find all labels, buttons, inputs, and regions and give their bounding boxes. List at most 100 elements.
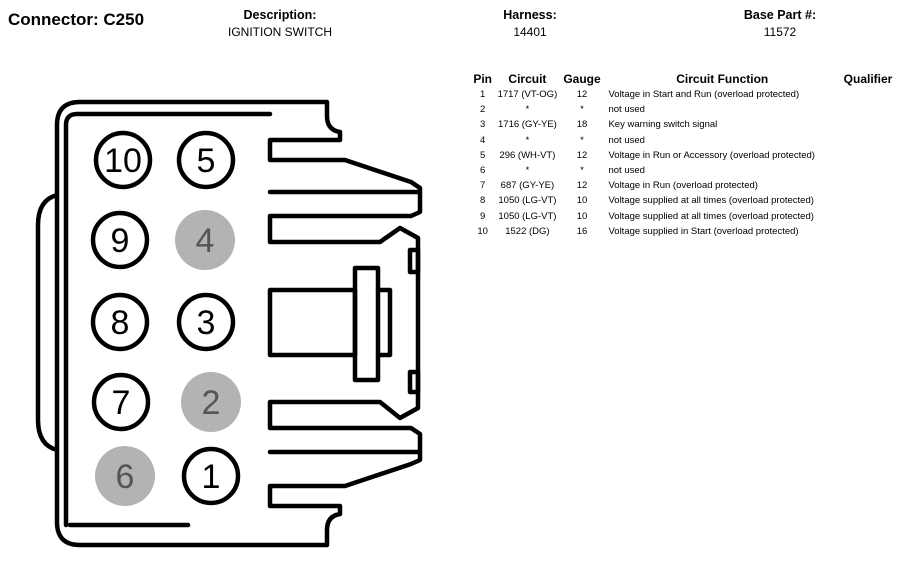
table-row: 6**not used <box>470 163 900 178</box>
circuit-cell: 1522 (DG) <box>505 225 550 237</box>
table-row: 8 1050 (LG-VT) 10 Voltage supplied at all t… <box>470 193 900 208</box>
description-value: IGNITION SWITCH <box>228 25 332 39</box>
column-header-gauge: Gauge <box>563 72 601 86</box>
pin-cavity <box>91 372 151 432</box>
pin-cell: 6 <box>480 165 486 177</box>
circuit-cell: * <box>525 165 530 177</box>
pin-cavity <box>93 130 153 190</box>
pin-number-label: 2 <box>202 384 221 422</box>
circuit-cell: 687 (GY-YE) <box>500 180 555 192</box>
circuit-function-cell: not used <box>608 104 645 116</box>
description-block: Description: IGNITION SWITCH <box>200 8 360 39</box>
pin-cell: 1 <box>480 89 486 100</box>
pin-number-label: 8 <box>111 304 130 342</box>
table-row: 5 296 (WH-VT) 12 Voltage in Run or Accessor… <box>470 148 900 163</box>
circuit-function-cell: Voltage supplied at all times (overload … <box>608 210 814 222</box>
circuit-function-cell: Key warning switch signal <box>608 119 718 131</box>
circuit-function-cell: not used <box>608 165 645 177</box>
table-row: 2 * * not used <box>470 102 900 117</box>
circuit-cell: 1050 (LG-VT) <box>498 210 557 222</box>
pin-number-label: 10 <box>104 142 142 180</box>
base-part-label: Base Part #: <box>743 8 817 22</box>
circuit-cell: 296 (WH-VT) <box>499 149 556 161</box>
pin-cell: 4 <box>480 134 486 146</box>
connector-title: Connector: C250 <box>8 10 145 29</box>
circuit-cell: 1050 (LG-VT) <box>498 195 557 207</box>
pin-2: 2 <box>181 372 241 432</box>
pin-1: 1 <box>181 446 241 506</box>
gauge-cell: * <box>580 134 584 146</box>
pin-cavity <box>175 210 235 270</box>
pin-number-label: 6 <box>116 458 135 496</box>
circuit-function-cell: Voltage in Start and Run (overload prote… <box>608 89 800 100</box>
gauge-cell: 12 <box>576 89 588 100</box>
gauge-cell: 12 <box>576 149 588 161</box>
circuit-function-cell: not used <box>608 134 645 146</box>
pin-cavity <box>90 292 150 352</box>
circuit-cell: * <box>525 104 530 116</box>
circuit-function-cell: Voltage supplied in Start (overload prot… <box>608 225 799 237</box>
qualifier-cell <box>836 224 900 239</box>
circuit-function-cell: Voltage supplied at all times (overload … <box>608 195 814 207</box>
gauge-cell: 16 <box>576 225 588 237</box>
pin-cell: 2 <box>480 104 486 116</box>
table-row: 10 1522 (DG) 16 Voltage supplied in Start (… <box>470 224 900 239</box>
pin-cavity <box>90 210 150 270</box>
pin-10: 10 <box>93 130 153 190</box>
pin-cavity <box>176 292 236 352</box>
column-header-qualifier: Qualifier <box>843 72 893 86</box>
qualifier-cell <box>836 178 900 193</box>
gauge-cell: 18 <box>576 119 588 131</box>
table-row: 4 * * not used <box>470 133 900 148</box>
qualifier-cell <box>836 133 900 148</box>
circuit-cell: * <box>525 134 530 146</box>
pin-4: 4 <box>175 210 235 270</box>
pin-5: 5 <box>176 130 236 190</box>
qualifier-cell <box>836 193 900 208</box>
pin-number-label: 1 <box>202 458 221 496</box>
harness-label: Harness: <box>503 8 557 22</box>
pin-cavity <box>181 446 241 506</box>
base-part-block: Base Part #: 11572 <box>720 8 840 39</box>
pin-number-label: 4 <box>196 222 215 260</box>
base-part-value: 11572 <box>763 25 797 39</box>
circuit-function-cell: Voltage in Run (overload protected) <box>608 180 758 192</box>
pinout-header-row: Pin Circuit Gauge Circuit Function Quali… <box>470 72 900 87</box>
pin-8: 8 <box>90 292 150 352</box>
column-header-pin: Pin <box>473 72 492 86</box>
pin-cell: 9 <box>480 210 486 222</box>
pin-cell: 3 <box>480 119 486 131</box>
column-header-circuit: Circuit <box>508 72 547 86</box>
pin-cavity <box>95 446 155 506</box>
pin-cavity <box>176 130 236 190</box>
pin-cell: 5 <box>480 149 486 161</box>
circuit-function-cell: Voltage in Run or Accessory (overload pr… <box>608 149 815 161</box>
gauge-cell: 12 <box>576 180 588 192</box>
pin-number-label: 7 <box>112 384 131 422</box>
harness-block: Harness: 14401 <box>470 8 590 39</box>
qualifier-cell <box>836 148 900 163</box>
pin-cavity <box>181 372 241 432</box>
pin-6: 6 <box>95 446 155 506</box>
gauge-cell: * <box>580 104 584 116</box>
pin-3: 3 <box>176 292 236 352</box>
pin-number-label: 5 <box>197 142 216 180</box>
column-header-circuit-function: Circuit Function <box>676 72 769 86</box>
qualifier-cell <box>836 209 900 224</box>
pin-number-label: 3 <box>197 304 216 342</box>
pin-cell: 8 <box>480 195 486 207</box>
description-label: Description: <box>243 8 317 22</box>
gauge-cell: 10 <box>576 195 588 207</box>
harness-value: 14401 <box>513 25 547 39</box>
qualifier-cell <box>836 87 900 102</box>
table-row: 3 1716 (GY-YE) 18 Key warning switch signal <box>470 117 900 132</box>
pinout-table: Pin Circuit Gauge Circuit Function Quali… <box>470 72 900 239</box>
pin-cell: 10 <box>477 225 488 237</box>
circuit-cell: 1716 (GY-YE) <box>498 119 557 131</box>
qualifier-cell <box>836 117 900 132</box>
